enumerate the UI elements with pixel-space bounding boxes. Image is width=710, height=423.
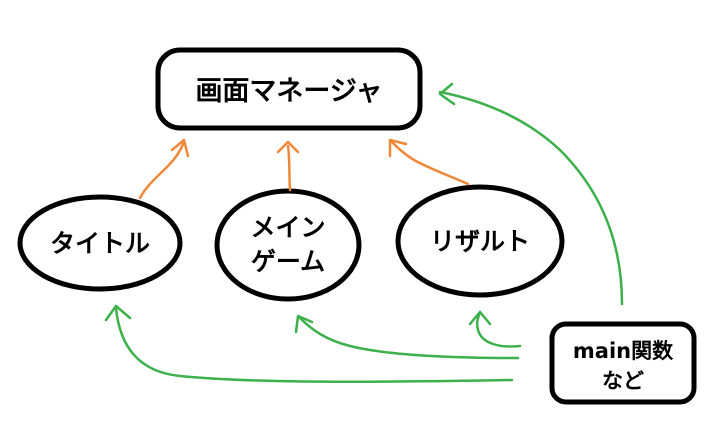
screen-manager-label: 画面マネージャ <box>195 76 382 107</box>
main-game-label-line2: ゲーム <box>251 247 325 276</box>
arrow-main-to-result-head <box>468 310 492 326</box>
main-game-label-line1: メイン <box>250 213 325 242</box>
arrow-main-to-result <box>475 310 522 348</box>
arrow-title-to-manager <box>138 140 186 200</box>
screen-manager-box <box>155 47 423 131</box>
arrow-maingame-to-manager-head <box>276 140 300 154</box>
title-ellipse <box>17 194 183 292</box>
main-function-label-line2: など <box>602 369 644 393</box>
main-function-box <box>549 321 697 405</box>
arrow-main-to-manager-head <box>438 82 456 106</box>
arrow-main-to-title-head <box>104 304 132 322</box>
arrow-main-to-title <box>114 306 514 384</box>
arrow-result-to-manager <box>390 140 470 186</box>
arrow-title-to-manager-head <box>170 138 190 158</box>
main-game-ellipse <box>214 188 362 302</box>
arrow-main-to-maingame-head <box>294 314 314 334</box>
result-label: リザルト <box>430 227 530 256</box>
result-ellipse <box>395 184 565 298</box>
main-function-label-line1: main関数 <box>573 339 674 363</box>
arrow-result-to-manager-head <box>388 138 408 158</box>
arrow-main-to-maingame <box>298 316 520 360</box>
arrow-main-to-manager <box>438 90 624 306</box>
title-label: タイトル <box>50 229 150 258</box>
arrow-maingame-to-manager <box>286 144 292 192</box>
